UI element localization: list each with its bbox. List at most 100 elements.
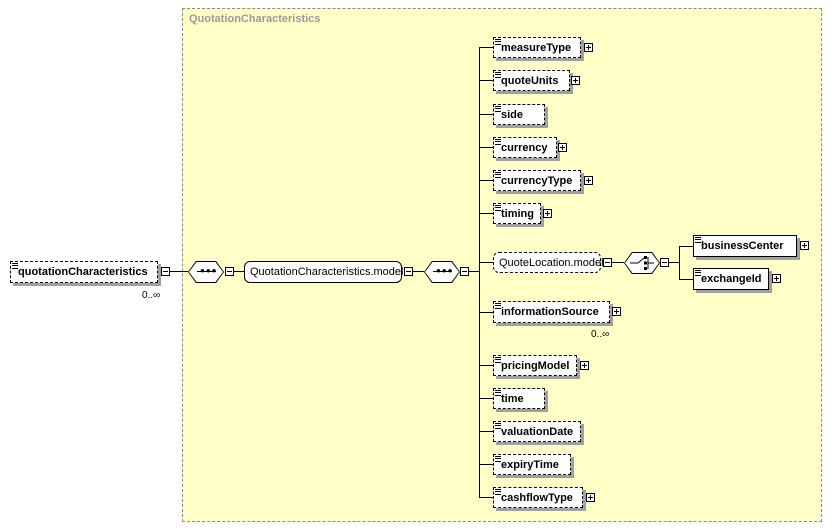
- branch-stub: [479, 365, 493, 366]
- branch-stub: [479, 464, 493, 465]
- documentation-icon: [495, 205, 501, 211]
- connector: [469, 271, 479, 272]
- element-businessCenter[interactable]: businessCenter: [693, 235, 797, 257]
- documentation-icon: [495, 72, 501, 78]
- documentation-icon: [12, 263, 18, 269]
- plus-expand-icon[interactable]: [558, 143, 567, 152]
- element-label: side: [501, 108, 524, 121]
- element-label: exchangeId: [701, 273, 762, 285]
- element-currencyType[interactable]: currencyType: [493, 170, 581, 191]
- model-group[interactable]: QuotationCharacteristics.model: [244, 261, 404, 283]
- connector: [612, 262, 624, 263]
- element-label: businessCenter: [701, 240, 784, 252]
- plus-expand-icon[interactable]: [772, 274, 781, 283]
- sequence-compositor-icon: ●●●: [436, 266, 454, 275]
- sequence-icon-line: [197, 271, 216, 272]
- element-label: quoteUnits: [501, 74, 559, 87]
- branch-stub: [479, 262, 493, 263]
- element-label: cashflowType: [501, 491, 573, 504]
- documentation-icon: [495, 139, 501, 145]
- plus-expand-icon[interactable]: [571, 76, 580, 85]
- element-label: currency: [501, 141, 548, 154]
- element-pricingModel[interactable]: pricingModel: [493, 355, 577, 376]
- element-timing[interactable]: timing: [493, 203, 541, 224]
- plus-expand-icon[interactable]: [584, 43, 593, 52]
- documentation-icon: [495, 106, 501, 112]
- element-cashflowType[interactable]: cashflowType: [493, 487, 583, 508]
- element-exchangeId[interactable]: exchangeId: [693, 268, 769, 290]
- element-informationSource[interactable]: informationSource: [493, 301, 610, 323]
- branch-stub: [479, 497, 493, 498]
- documentation-icon: [495, 423, 501, 429]
- branch-stub: [479, 114, 493, 115]
- element-label: time: [501, 392, 524, 405]
- branch-bus: [479, 47, 480, 498]
- sequence-icon-line: [433, 271, 452, 272]
- branch-stub: [479, 431, 493, 432]
- choice-bus: [679, 246, 680, 280]
- minus-collapse-icon[interactable]: [225, 267, 234, 276]
- element-label: currencyType: [501, 174, 573, 187]
- connector: [170, 271, 188, 272]
- element-label: informationSource: [501, 306, 599, 318]
- element-label: pricingModel: [501, 359, 570, 372]
- informationSource-cardinality: 0..∞: [591, 329, 610, 340]
- minus-collapse-icon[interactable]: [460, 267, 469, 276]
- branch-stub: [479, 80, 493, 81]
- branch-stub: [479, 312, 493, 313]
- documentation-icon: [495, 390, 501, 396]
- sequence-compositor: [425, 262, 459, 282]
- element-label: expiryTime: [501, 458, 559, 471]
- element-quoteUnits[interactable]: quoteUnits: [493, 70, 570, 91]
- minus-collapse-icon[interactable]: [603, 258, 612, 267]
- element-time[interactable]: time: [493, 388, 545, 409]
- sequence-compositor-icon: ●●●: [200, 266, 218, 275]
- element-currency[interactable]: currency: [493, 137, 557, 158]
- sequence-compositor: [189, 262, 223, 282]
- connector: [234, 271, 244, 272]
- branch-stub: [479, 147, 493, 148]
- quote-location-label: QuoteLocation.model: [499, 256, 604, 269]
- documentation-icon: [495, 303, 501, 309]
- root-cardinality: 0..∞: [142, 290, 161, 301]
- minus-collapse-icon[interactable]: [161, 267, 170, 276]
- element-label: timing: [501, 207, 534, 220]
- choice-compositor-icon: [630, 256, 654, 270]
- connector: [669, 262, 679, 263]
- plus-expand-icon[interactable]: [584, 176, 593, 185]
- root-element-label: quotationCharacteristics: [18, 266, 148, 278]
- documentation-icon: [495, 172, 501, 178]
- branch-stub: [479, 213, 493, 214]
- element-label: valuationDate: [501, 425, 574, 438]
- branch-stub: [679, 246, 693, 247]
- element-label: measureType: [501, 41, 572, 54]
- model-group-label: QuotationCharacteristics.model: [250, 266, 404, 278]
- branch-stub: [479, 398, 493, 399]
- branch-stub: [479, 180, 493, 181]
- plus-expand-icon[interactable]: [612, 307, 621, 316]
- minus-collapse-icon[interactable]: [660, 258, 669, 267]
- choice-compositor: [625, 253, 659, 273]
- branch-stub: [479, 47, 493, 48]
- plus-expand-icon[interactable]: [586, 493, 595, 502]
- plus-expand-icon[interactable]: [580, 361, 589, 370]
- quote-location-group[interactable]: QuoteLocation.model: [493, 252, 604, 273]
- element-measureType[interactable]: measureType: [493, 37, 581, 58]
- group-title: QuotationCharacteristics: [189, 13, 321, 25]
- documentation-icon: [695, 237, 701, 243]
- minus-collapse-icon[interactable]: [404, 267, 413, 276]
- element-side[interactable]: side: [493, 104, 545, 125]
- element-valuationDate[interactable]: valuationDate: [493, 421, 581, 442]
- branch-stub: [679, 279, 693, 280]
- documentation-icon: [495, 357, 501, 363]
- plus-expand-icon[interactable]: [543, 209, 552, 218]
- plus-expand-icon[interactable]: [800, 241, 809, 250]
- documentation-icon: [495, 489, 501, 495]
- documentation-icon: [495, 39, 501, 45]
- root-element[interactable]: quotationCharacteristics: [10, 261, 158, 283]
- documentation-icon: [495, 456, 501, 462]
- element-expiryTime[interactable]: expiryTime: [493, 454, 571, 475]
- connector: [413, 271, 424, 272]
- documentation-icon: [695, 270, 701, 276]
